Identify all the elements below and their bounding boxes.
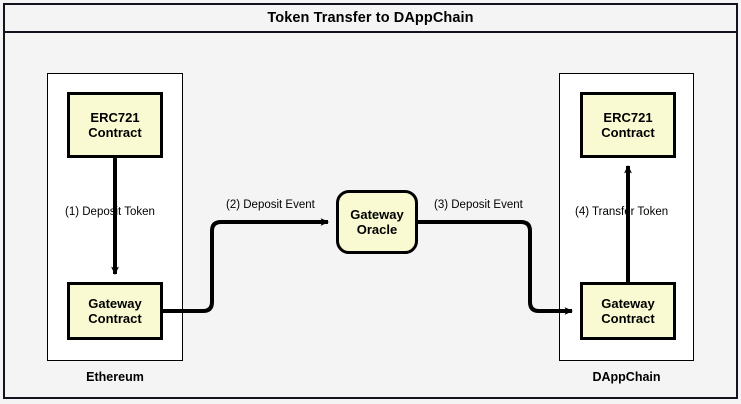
- node-label-line1: Gateway: [350, 206, 404, 222]
- node-label-line1: ERC721: [90, 109, 140, 125]
- node-label-line1: Gateway: [88, 295, 142, 311]
- node-label-line2: Contract: [601, 125, 655, 140]
- window-title-bar: Token Transfer to DAppChain: [5, 5, 736, 33]
- node-label-line1: ERC721: [603, 109, 653, 125]
- page-title: Token Transfer to DAppChain: [267, 10, 474, 26]
- node-gateway-contract-dappchain[interactable]: Gateway Contract: [580, 282, 676, 340]
- edge-label-4-transfer-token: (4) Transfer Token: [575, 206, 669, 218]
- chain-label-ethereum: Ethereum: [86, 370, 144, 384]
- node-label-line2: Contract: [88, 125, 142, 140]
- chain-label-dappchain: DAppChain: [592, 370, 661, 384]
- edge-label-1-deposit-token: (1) Deposit Token: [65, 206, 155, 218]
- edge-label-3-deposit-event: (3) Deposit Event: [434, 199, 523, 211]
- node-erc721-contract-ethereum[interactable]: ERC721 Contract: [67, 92, 163, 158]
- node-label-line2: Contract: [88, 311, 142, 326]
- node-erc721-contract-dappchain[interactable]: ERC721 Contract: [580, 92, 676, 158]
- node-label-line1: Gateway: [601, 295, 655, 311]
- node-gateway-contract-ethereum[interactable]: Gateway Contract: [67, 282, 163, 340]
- node-label-line2: Contract: [601, 311, 655, 326]
- edge-label-2-deposit-event: (2) Deposit Event: [226, 199, 315, 211]
- node-label-line2: Oracle: [356, 222, 398, 237]
- node-gateway-oracle[interactable]: Gateway Oracle: [336, 190, 418, 254]
